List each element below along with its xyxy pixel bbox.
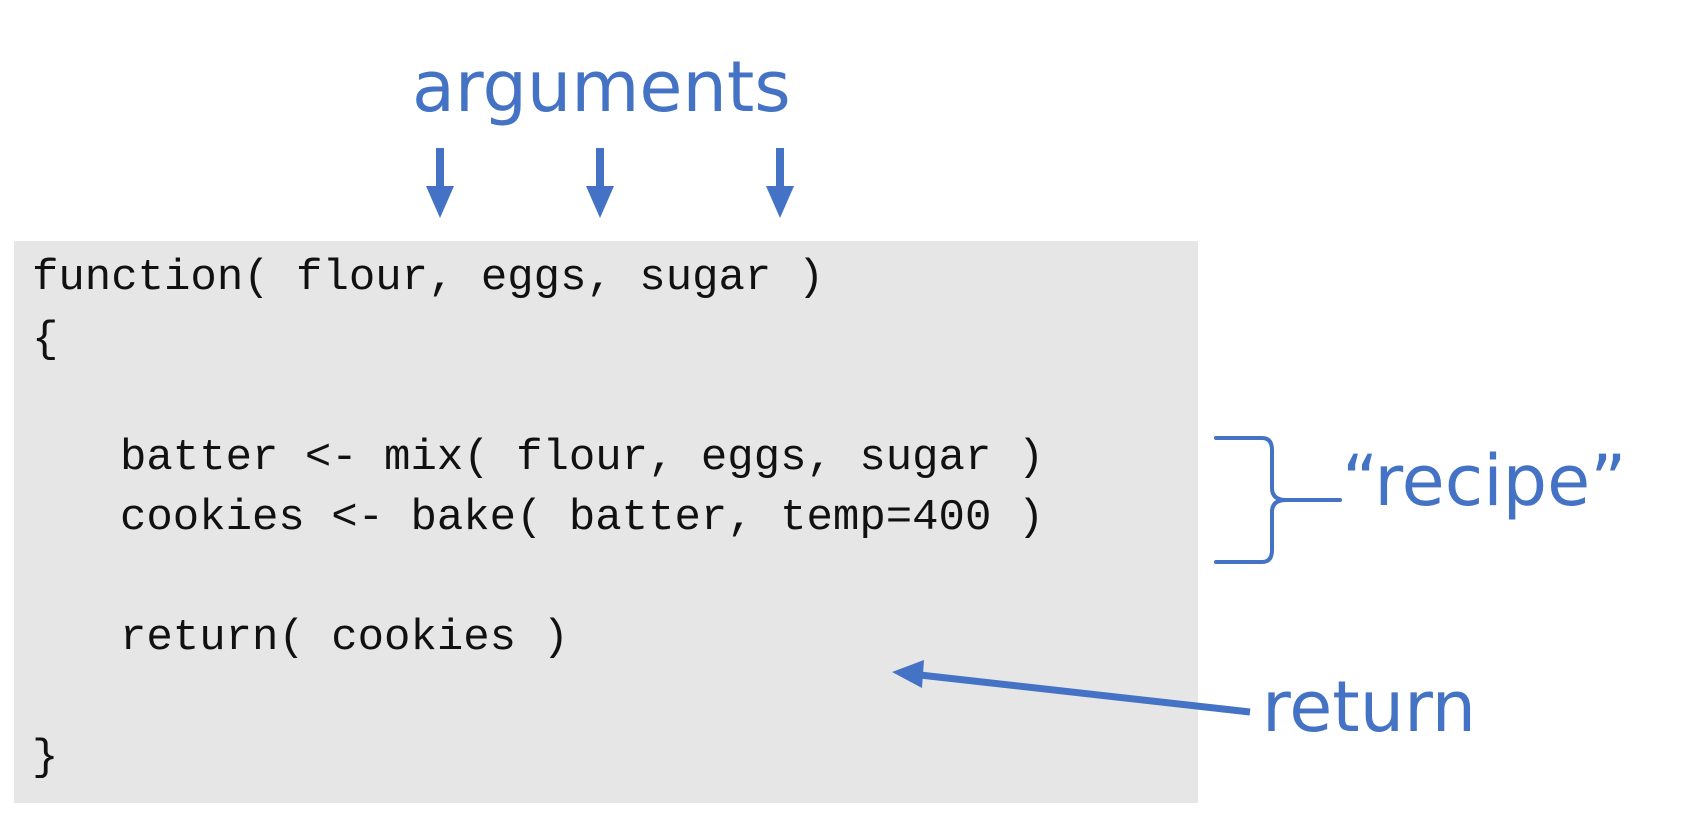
code-line-function-signature: function( flour, eggs, sugar ) [32, 253, 825, 303]
arrow-down-icon [426, 148, 454, 218]
arrow-down-icon [766, 148, 794, 218]
code-line-close-brace: } [32, 733, 59, 783]
code-line-open-brace: { [32, 315, 59, 365]
recipe-label: “recipe” [1342, 440, 1627, 522]
code-line-cookies: cookies <- bake( batter, temp=400 ) [120, 493, 1045, 543]
arrow-down-icon [586, 148, 614, 218]
return-label: return [1262, 666, 1477, 748]
right-brace-icon [1214, 436, 1342, 564]
code-line-batter: batter <- mix( flour, eggs, sugar ) [120, 433, 1045, 483]
arguments-label: arguments [412, 46, 791, 128]
code-line-return: return( cookies ) [120, 613, 569, 663]
